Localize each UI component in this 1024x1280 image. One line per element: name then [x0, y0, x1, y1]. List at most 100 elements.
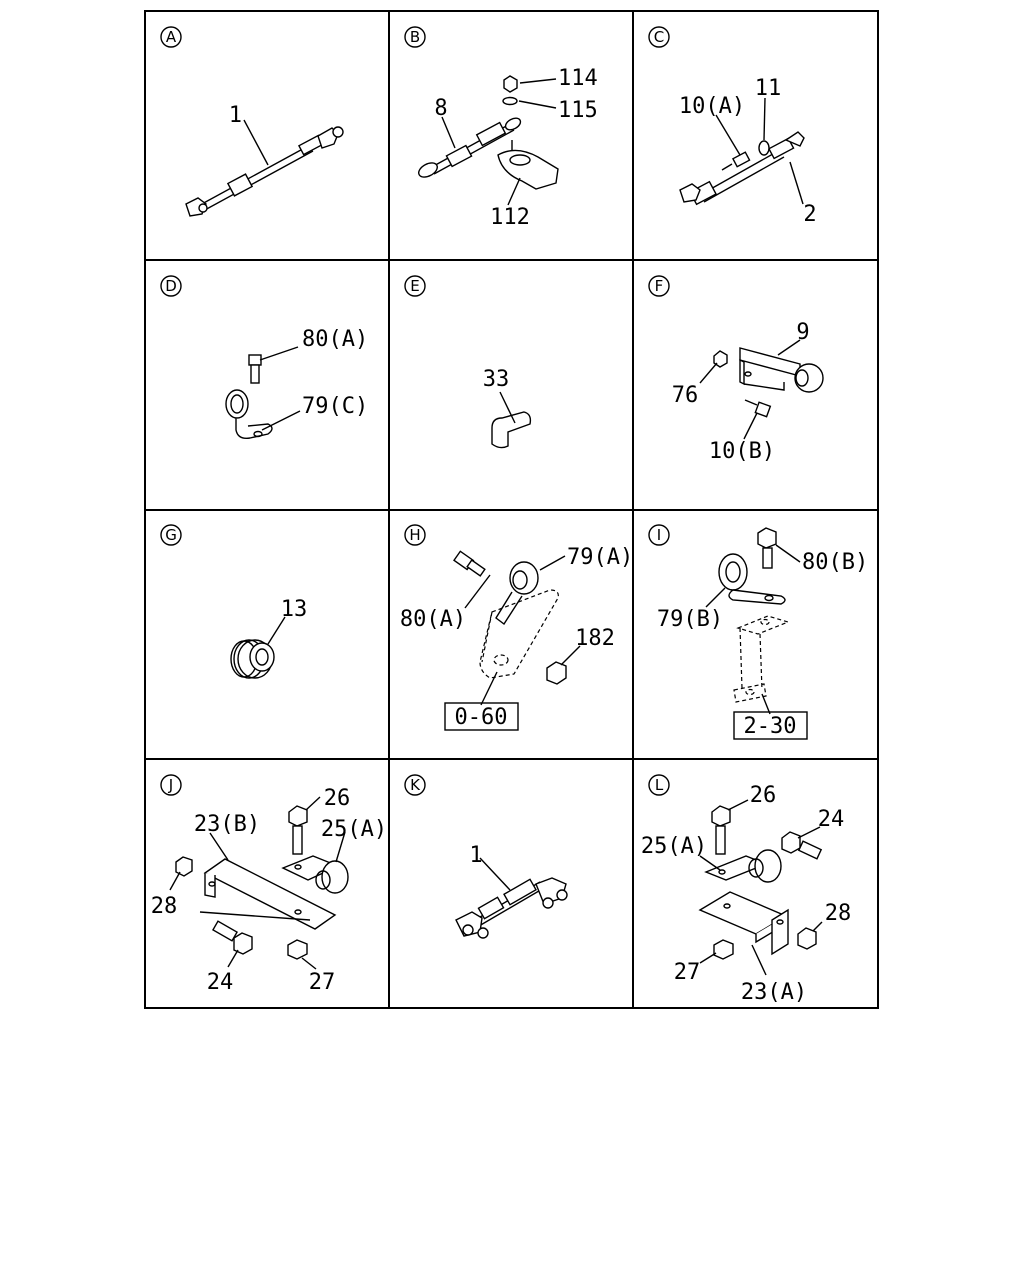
callout-a-1: 1	[229, 103, 242, 128]
svg-text:A: A	[166, 28, 177, 46]
callout-b-8: 8	[434, 96, 447, 121]
nut-114	[503, 75, 518, 93]
panel-letter-l: L	[648, 774, 670, 796]
callout-j-28: 28	[151, 894, 178, 919]
callout-h-79a: 79(A)	[567, 545, 633, 570]
reference-box-h	[444, 702, 519, 731]
bolt-10a	[721, 151, 751, 171]
panel-c: C 10(A) 11 2	[648, 26, 817, 227]
svg-text:L: L	[655, 776, 664, 794]
bracket-23a	[698, 891, 789, 956]
bolt-26-j	[288, 805, 308, 855]
callout-j-24: 24	[207, 970, 234, 995]
panel-h: H 79(A) 80(A) 182 0-60	[400, 524, 633, 731]
panel-k: K 1	[404, 774, 568, 939]
panel-letter-b: B	[404, 26, 426, 48]
panel-j: J	[151, 774, 387, 995]
clip-79a	[495, 561, 539, 626]
callout-l-25a: 25(A)	[641, 834, 707, 859]
callout-f-9: 9	[796, 320, 809, 345]
callout-h-182: 182	[575, 626, 615, 651]
bracket-9	[739, 347, 824, 393]
reference-h: 0-60	[455, 705, 508, 730]
battery-cable-k	[455, 877, 568, 939]
callout-c-11: 11	[755, 76, 782, 101]
callout-i-79b: 79(B)	[657, 607, 723, 632]
nut-182	[546, 661, 567, 685]
cap-33	[491, 411, 532, 449]
callout-l-23a: 23(A)	[741, 980, 807, 1005]
panel-g: G 13	[160, 524, 308, 679]
terminal-clamp	[497, 140, 559, 190]
callout-l-28: 28	[825, 901, 852, 926]
svg-text:I: I	[657, 526, 661, 544]
panel-i: I 80(B) 79(B) 2-30	[648, 524, 868, 740]
washer-11	[758, 140, 770, 156]
callout-b-114: 114	[558, 66, 598, 91]
bolt-80a	[248, 354, 262, 384]
panel-letter-k: K	[404, 774, 426, 796]
callout-f-10b: 10(B)	[709, 439, 775, 464]
bolt-80b	[757, 527, 777, 569]
svg-text:E: E	[410, 277, 419, 295]
callout-j-27: 27	[309, 970, 336, 995]
panel-e: E 33	[404, 275, 532, 449]
battery-cable-b	[418, 117, 522, 178]
nut-28-j	[175, 856, 193, 877]
grommet-13	[230, 639, 275, 679]
panel-letter-g: G	[160, 524, 182, 546]
panel-letter-e: E	[404, 275, 426, 297]
clip-79c	[225, 389, 273, 440]
nut-76	[713, 350, 728, 368]
panel-l: L	[641, 774, 852, 1005]
callout-l-27: 27	[674, 960, 701, 985]
panel-letter-j: J	[160, 774, 182, 796]
battery-cable-a	[185, 126, 344, 217]
panel-f: F 9 76 10(B)	[648, 275, 824, 464]
callout-e-33: 33	[483, 367, 510, 392]
svg-text:K: K	[410, 776, 421, 794]
panel-a: A 1	[160, 26, 344, 217]
bolt-24-j	[212, 920, 253, 955]
bracket-dashed-h	[479, 589, 559, 679]
clip-79b	[718, 553, 786, 605]
callout-h-80a: 80(A)	[400, 607, 466, 632]
reference-i: 2-30	[744, 714, 797, 739]
bolt-10b	[744, 399, 772, 418]
panel-letter-c: C	[648, 26, 670, 48]
svg-text:G: G	[165, 526, 177, 544]
washer-115	[502, 96, 518, 106]
callout-c-10a: 10(A)	[679, 94, 745, 119]
panel-letter-d: D	[160, 275, 182, 297]
callout-j-26: 26	[324, 786, 351, 811]
callout-b-112: 112	[490, 205, 530, 230]
panel-d: D 80(A) 79(C)	[160, 275, 368, 440]
callout-d-80a: 80(A)	[302, 327, 368, 352]
svg-text:J: J	[168, 776, 173, 794]
bracket-dashed-i	[733, 615, 790, 703]
callout-b-115: 115	[558, 98, 598, 123]
callout-k-1: 1	[469, 843, 482, 868]
callout-i-80b: 80(B)	[802, 550, 868, 575]
svg-text:B: B	[410, 28, 420, 46]
callout-d-79c: 79(C)	[302, 394, 368, 419]
grid-frame	[144, 10, 879, 1009]
bolt-80a-h	[453, 550, 486, 577]
bolt-26-l	[711, 805, 731, 855]
callout-j-25a: 25(A)	[321, 817, 387, 842]
callout-g-13: 13	[281, 597, 308, 622]
callout-l-26: 26	[750, 783, 777, 808]
battery-cable-c	[679, 131, 805, 206]
panel-letter-f: F	[648, 275, 670, 297]
nut-27-j	[287, 939, 308, 960]
reference-box-i	[733, 711, 808, 740]
bolt-24-l	[781, 831, 823, 860]
clip-25a-j	[281, 855, 349, 894]
clip-25a-l	[704, 849, 782, 883]
panel-letter-a: A	[160, 26, 182, 48]
svg-text:D: D	[165, 277, 177, 295]
nut-28-l	[797, 927, 817, 950]
bracket-23b	[199, 858, 337, 930]
callout-c-2: 2	[803, 202, 816, 227]
